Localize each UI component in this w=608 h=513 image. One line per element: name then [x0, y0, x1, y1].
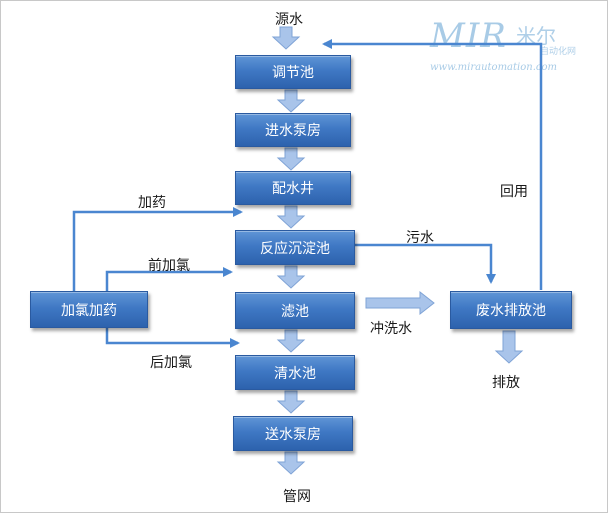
node-fanying: 反应沉淀池: [235, 230, 355, 265]
node-feishui-label: 废水排放池: [476, 303, 546, 319]
node-paifang: 排放: [492, 375, 520, 391]
watermark-logo: MIR 米尔 自动化网 www.mirautomation.com: [430, 18, 580, 78]
flow-arrow-source: [271, 26, 301, 50]
flow-arrow-3: [276, 205, 306, 229]
node-jinshui-label: 进水泵房: [265, 123, 321, 139]
connector-jiayao: [72, 207, 243, 292]
flow-arrow-1: [276, 89, 306, 113]
node-source: 源水: [275, 12, 303, 28]
edge-label-huiyong: 回用: [500, 184, 528, 200]
node-songshui: 送水泵房: [233, 416, 353, 451]
edge-label-wushui: 污水: [406, 230, 434, 246]
connector-huiyong: [322, 39, 543, 290]
flow-arrow-guanwang: [276, 451, 306, 475]
node-lvchi: 滤池: [235, 292, 355, 329]
node-tiaojie-label: 调节池: [272, 65, 314, 81]
node-qingshui-label: 清水池: [274, 365, 316, 382]
connector-wushui: [355, 243, 496, 284]
node-jinshui: 进水泵房: [235, 113, 351, 147]
flow-arrow-6: [276, 390, 306, 414]
node-songshui-label: 送水泵房: [265, 426, 321, 443]
flow-arrow-4: [276, 265, 306, 289]
node-tiaojie: 调节池: [235, 55, 351, 89]
watermark-brand: MIR: [430, 16, 507, 56]
edge-label-jiayao: 加药: [138, 195, 166, 211]
edge-label-chongxi: 冲洗水: [370, 321, 412, 337]
node-lvchi-label: 滤池: [281, 303, 309, 320]
flow-arrow-paifang: [494, 330, 524, 364]
flow-arrow-chongxi: [365, 290, 435, 316]
node-feishui: 废水排放池: [450, 291, 572, 329]
node-guanwang: 管网: [283, 489, 311, 505]
connector-houjialv: [105, 326, 240, 348]
edge-label-qianjialv: 前加氯: [148, 258, 190, 274]
node-fanying-label: 反应沉淀池: [260, 240, 330, 257]
node-jialv: 加氯加药: [30, 291, 148, 328]
edge-label-houjialv: 后加氯: [150, 355, 192, 371]
flow-arrow-2: [276, 147, 306, 171]
flow-arrow-5: [276, 329, 306, 353]
node-peishui-label: 配水井: [272, 181, 314, 197]
connector-qianjialv: [105, 267, 233, 292]
watermark-url: www.mirautomation.com: [430, 62, 557, 73]
node-qingshui: 清水池: [235, 355, 355, 390]
watermark-sub: 自动化网: [540, 47, 577, 57]
node-jialv-label: 加氯加药: [61, 302, 117, 319]
node-peishui: 配水井: [235, 171, 351, 205]
